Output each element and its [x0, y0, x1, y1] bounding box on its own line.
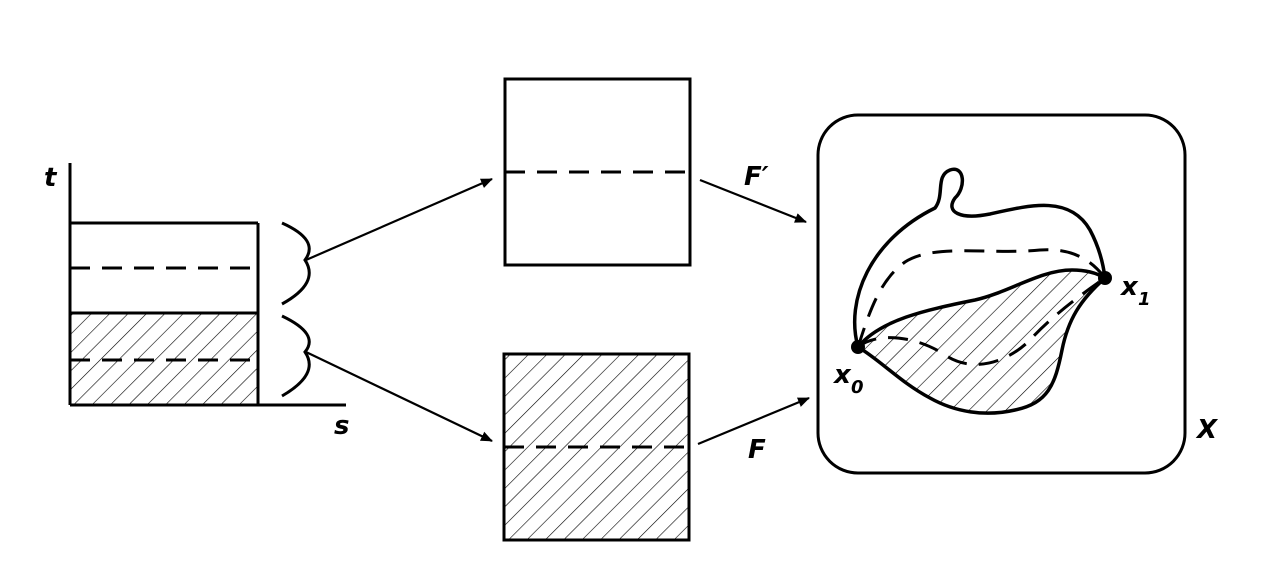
- upper-dashed-path: [856, 248, 1107, 348]
- hatched-lower-half: [70, 313, 258, 405]
- map-label-F-prime: F′: [744, 162, 769, 192]
- upper-brace: [281, 221, 311, 306]
- label-x0-subscript: 0: [851, 377, 864, 398]
- space-label: X: [1195, 415, 1219, 445]
- top-path: [853, 167, 1107, 348]
- map-label-F: F: [748, 435, 766, 465]
- s-axis-label: s: [334, 411, 349, 441]
- point-x0: [851, 340, 865, 354]
- point-x1: [1098, 271, 1112, 285]
- homotopy-surface: [851, 167, 1112, 415]
- bottom-square: [502, 352, 691, 542]
- label-x0-base: x: [832, 360, 852, 390]
- label-x1-subscript: 1: [1138, 289, 1151, 310]
- middle-path: [856, 268, 1106, 349]
- arrow-F-prime: [699, 178, 807, 224]
- t-axis-label: t: [44, 163, 58, 193]
- bottom-path: [857, 276, 1107, 415]
- lower-dashed-path: [857, 276, 1106, 366]
- top-square: [503, 77, 692, 267]
- arrow-to-bottom-square: [305, 351, 493, 442]
- hatched-region: [858, 270, 1105, 414]
- arrow-to-top-square: [305, 177, 493, 262]
- arrow-F: [697, 396, 810, 446]
- label-x1-base: x: [1119, 272, 1139, 302]
- parameter-square: [68, 163, 346, 407]
- lower-brace: [281, 314, 311, 398]
